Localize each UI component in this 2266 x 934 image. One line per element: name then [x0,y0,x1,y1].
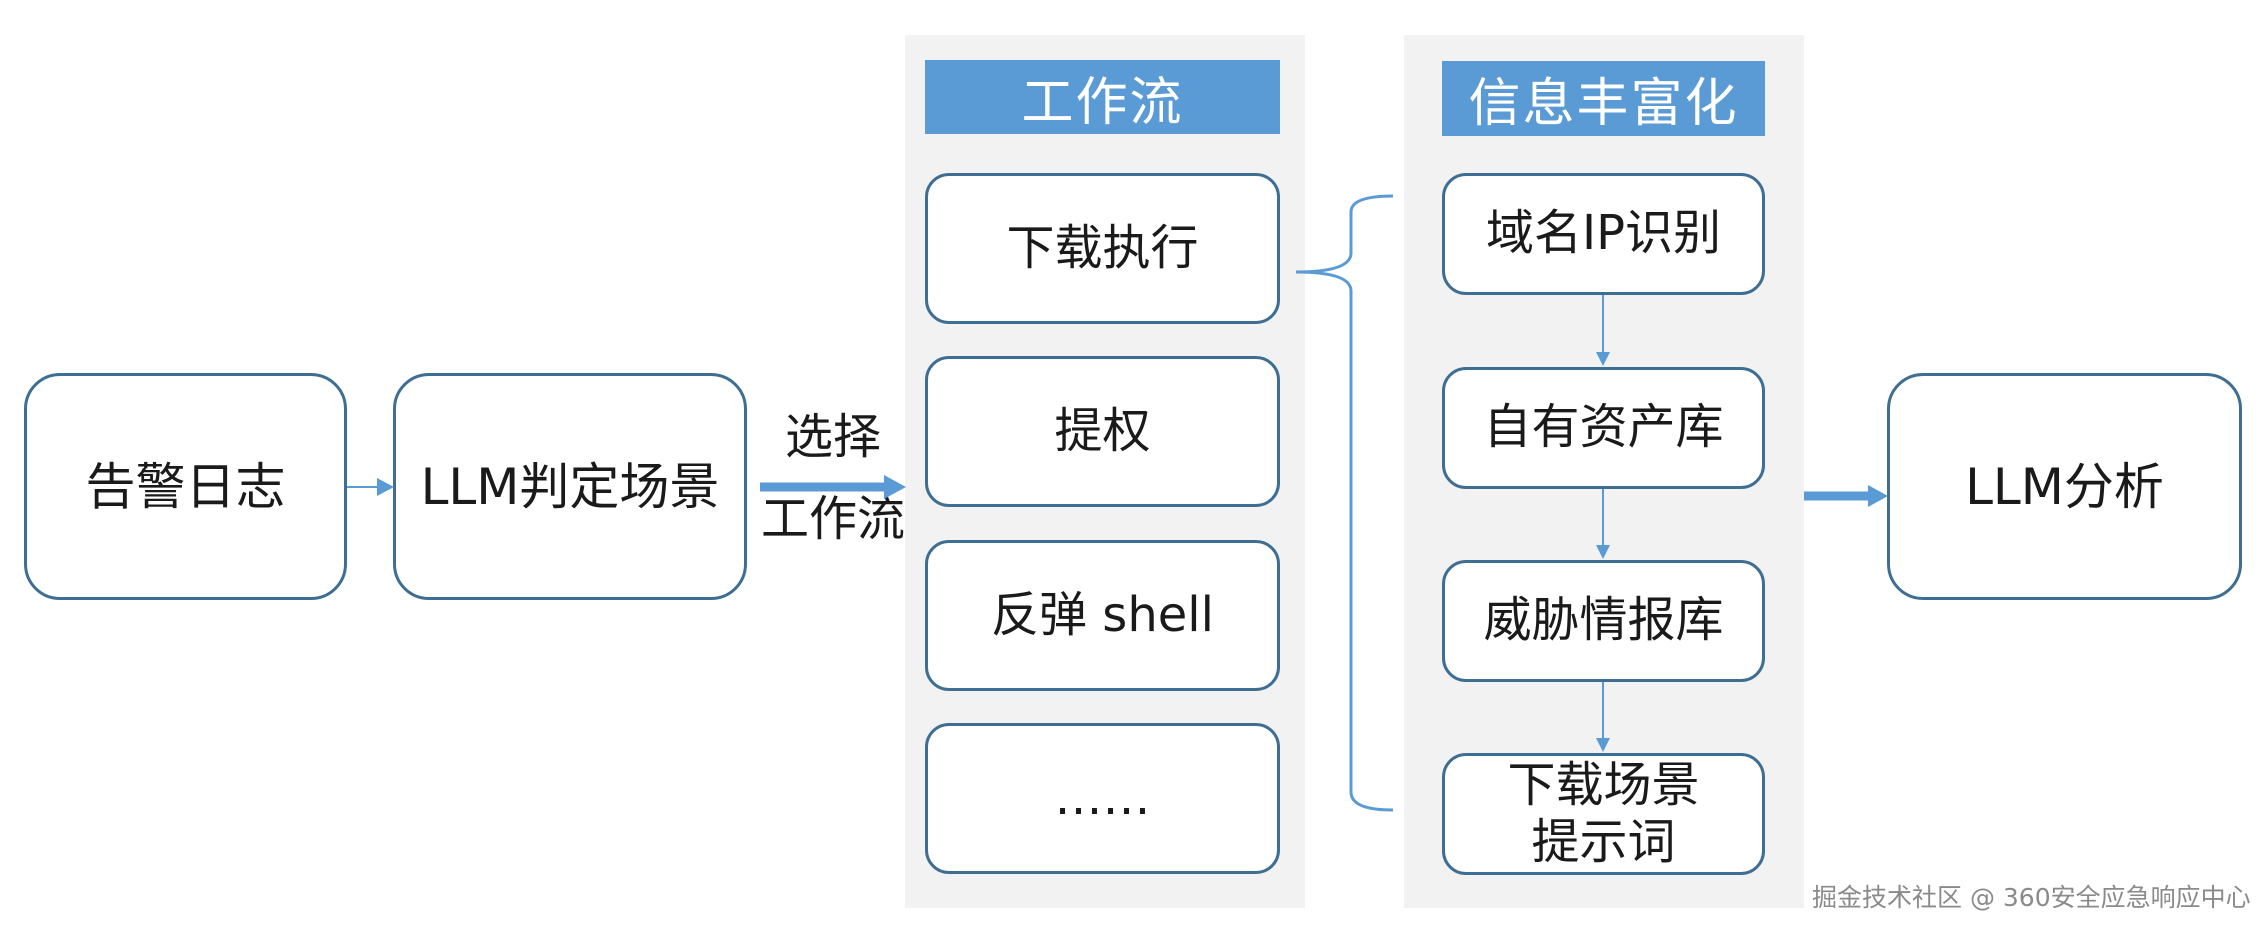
select-workflow-line1: 选择 [784,409,881,465]
llm-scene-node: LLM判定场景 [393,373,747,600]
workflow-item-privilege-escalation: 提权 [925,356,1280,507]
workflow-item-reverse-shell: 反弹 shell [925,540,1280,691]
enrichment-item-asset-db: 自有资产库 [1442,367,1765,489]
enrichment-panel-title: 信息丰富化 [1442,61,1765,136]
llm-analysis-node: LLM分析 [1887,373,2242,600]
workflow-panel-title: 工作流 [925,60,1280,134]
download-prompt-line2: 提示词 [1531,814,1676,870]
enrichment-item-domain-ip: 域名IP识别 [1442,173,1765,295]
workflow-item-download-exec: 下载执行 [925,173,1280,324]
select-workflow-label: 选择 工作流 [758,407,908,549]
arrowhead-asset-to-threat [1596,545,1610,559]
workflow-item-more: …… [925,723,1280,874]
arrowhead-threat-to-prompt [1596,738,1610,752]
arrowhead-enrichment-to-analysis [1868,485,1888,507]
arrowhead-scene-to-workflow [884,475,906,499]
enrichment-brace [1295,194,1394,812]
alert-log-node: 告警日志 [24,373,347,600]
select-workflow-line2: 工作流 [760,491,905,547]
arrowhead-domain-to-asset [1596,352,1610,366]
enrichment-item-download-prompt: 下载场景 提示词 [1442,753,1765,875]
download-prompt-line1: 下载场景 [1507,757,1700,814]
arrowhead-alert-to-scene [377,478,394,496]
watermark: 掘金技术社区 @ 360安全应急响应中心 [1812,883,2251,912]
enrichment-item-threat-intel: 威胁情报库 [1442,560,1765,682]
